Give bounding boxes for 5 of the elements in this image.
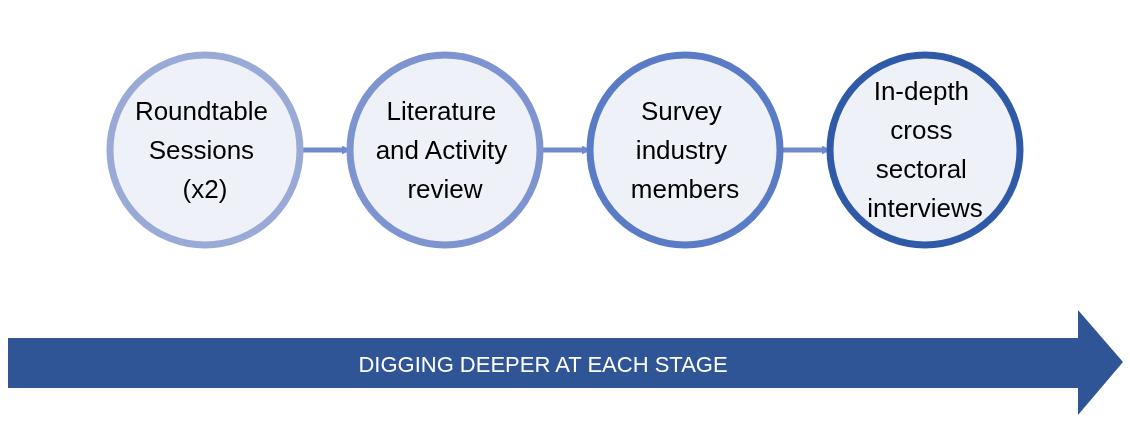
node-circle: Survey industry members bbox=[586, 51, 784, 249]
node-circle: In-depth cross sectoral interviews bbox=[826, 51, 1024, 249]
node-circle: Roundtable Sessions (x2) bbox=[106, 51, 304, 249]
node-circle: Literature and Activity review bbox=[346, 51, 544, 249]
arrow-label: DIGGING DEEPER AT EACH STAGE bbox=[357, 352, 729, 378]
